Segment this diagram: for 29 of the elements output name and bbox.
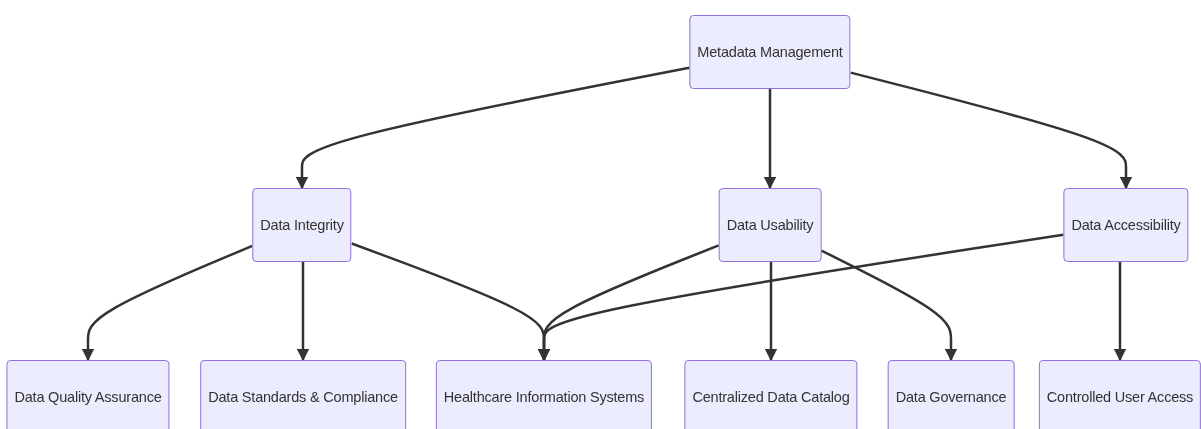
process-box <box>200 360 406 429</box>
node-label: Controlled User Access <box>1046 389 1194 405</box>
node-label: Data Governance <box>895 389 1007 405</box>
node-label: Data Accessibility <box>1071 217 1181 233</box>
arrow <box>763 89 777 190</box>
node-label: Data Integrity <box>260 217 344 233</box>
process-box <box>1038 360 1201 429</box>
process-box <box>435 360 653 429</box>
node-label: Data Usability <box>726 217 814 233</box>
process-box <box>718 188 822 262</box>
arrow <box>296 262 310 362</box>
process-box <box>6 360 170 429</box>
arrow <box>764 262 778 362</box>
process-box <box>689 15 851 89</box>
arrow <box>850 71 1133 190</box>
node-label: Data Standards & Compliance <box>208 389 398 405</box>
arrow <box>81 244 253 362</box>
node-label: Metadata Management <box>697 44 843 60</box>
process-box <box>684 360 858 429</box>
node-label: Data Quality Assurance <box>14 389 162 405</box>
node-label: Centralized Data Catalog <box>692 389 850 405</box>
process-box <box>887 360 1015 429</box>
arrow <box>295 66 690 190</box>
arrow <box>537 233 1064 362</box>
process-box <box>1063 188 1189 262</box>
process-box <box>252 188 352 262</box>
node-label: Healthcare Information Systems <box>443 389 645 405</box>
arrow <box>1113 262 1127 362</box>
arrow <box>820 249 958 362</box>
